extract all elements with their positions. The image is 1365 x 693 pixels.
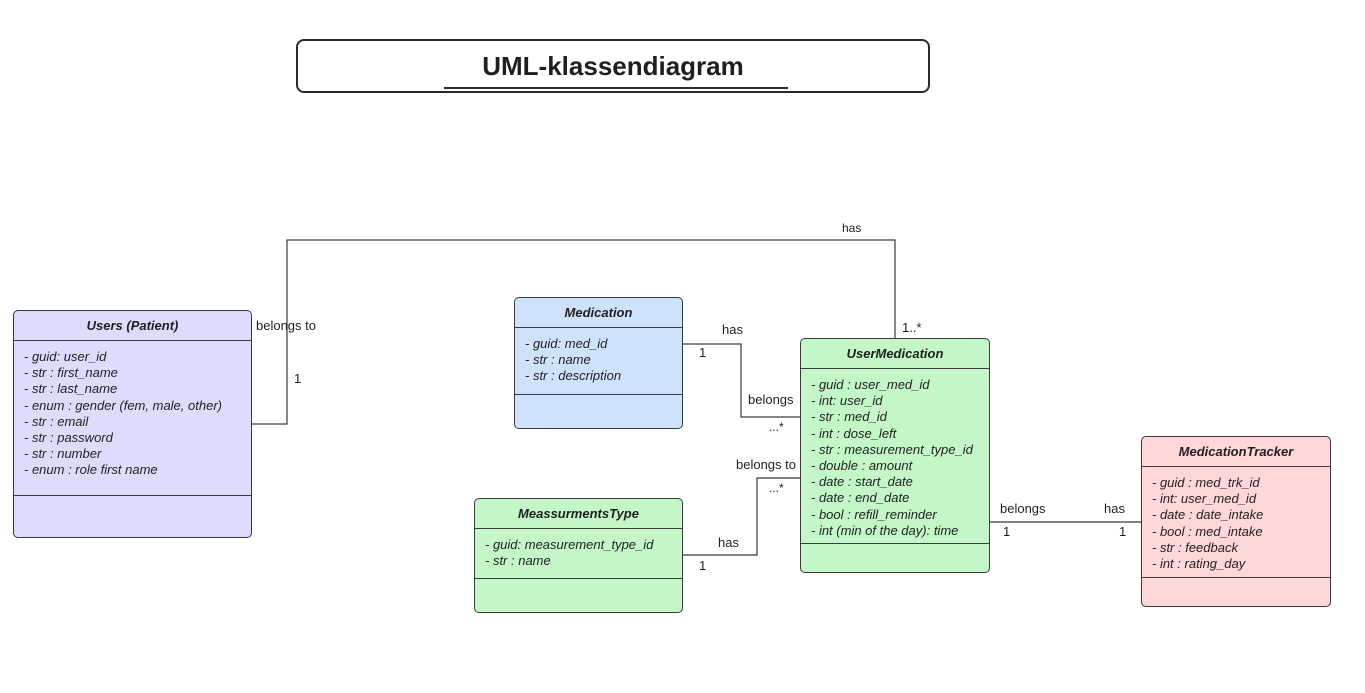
attribute-user-med-id: - guid : user_med_id bbox=[811, 377, 930, 392]
relation-label-belongs-tracker: belongs bbox=[1000, 501, 1046, 516]
attribute-rating-day: - int : rating_day bbox=[1152, 556, 1246, 572]
relation-label-belongs-to-meastype: belongs to bbox=[736, 457, 796, 472]
attribute-time: - int (min of the day): time bbox=[811, 522, 959, 538]
attribute-med-id: - guid: med_id bbox=[525, 336, 608, 351]
class-measurements-type[interactable]: MeassurmentsType - guid: measurement_typ… bbox=[474, 498, 683, 613]
class-medication-name: Medication bbox=[515, 298, 682, 328]
attribute-first-name: - str : first_name bbox=[24, 365, 118, 381]
attribute-role: - enum : role first name bbox=[24, 462, 158, 478]
attribute-gender: - enum : gender (fem, male, other) bbox=[24, 397, 222, 413]
multiplicity-users-1: 1 bbox=[294, 371, 302, 386]
attribute-mt-name: - str : name bbox=[485, 553, 551, 569]
attribute-date-intake: - date : date_intake bbox=[1152, 507, 1264, 523]
attribute-amount: - double : amount bbox=[811, 458, 913, 474]
relation-label-has-meastype: has bbox=[718, 535, 739, 550]
attribute-last-name: - str : last_name bbox=[24, 381, 118, 397]
attribute-um-med-id: - str : med_id bbox=[811, 409, 887, 425]
multiplicity-usermed-tracker-1: 1 bbox=[1003, 524, 1011, 539]
class-measurements-type-name: MeassurmentsType bbox=[475, 499, 682, 529]
class-users-attributes: - guid: user_id - str : first_name - str… bbox=[14, 341, 251, 496]
relation-label-belongs-medication: belongs bbox=[748, 392, 794, 407]
class-users-name: Users (Patient) bbox=[14, 311, 251, 341]
diagram-title: UML-klassendiagram bbox=[482, 51, 744, 81]
relation-label-has-medication: has bbox=[722, 322, 743, 337]
relation-label-has-tracker: has bbox=[1104, 501, 1125, 516]
attribute-start-date: - date : start_date bbox=[811, 474, 913, 490]
multiplicity-tracker-1: 1 bbox=[1119, 524, 1127, 539]
attribute-email: - str : email bbox=[24, 413, 89, 429]
class-user-medication[interactable]: UserMedication - guid : user_med_id - in… bbox=[800, 338, 990, 573]
attribute-measurement-type-id: - str : measurement_type_id bbox=[811, 441, 973, 457]
attribute-number: - str : number bbox=[24, 446, 102, 462]
attribute-dose-left: - int : dose_left bbox=[811, 425, 897, 441]
title-underline bbox=[444, 87, 788, 89]
multiplicity-usermed-medication-many: ...* bbox=[769, 420, 784, 434]
attribute-med-description: - str : description bbox=[525, 368, 622, 384]
class-user-medication-name: UserMedication bbox=[801, 339, 989, 369]
multiplicity-usermed-meastype-many: ...* bbox=[769, 481, 784, 495]
multiplicity-usermed-1-many: 1..* bbox=[902, 320, 922, 335]
diagram-title-box: UML-klassendiagram bbox=[296, 39, 930, 93]
attribute-user-id: - guid: user_id bbox=[24, 349, 107, 364]
relation-label-has-users: has bbox=[842, 221, 862, 235]
class-medication-tracker-attributes: - guid : med_trk_id - int: user_med_id -… bbox=[1142, 467, 1330, 578]
attribute-feedback: - str : feedback bbox=[1152, 539, 1238, 555]
attribute-end-date: - date : end_date bbox=[811, 490, 910, 506]
class-medication[interactable]: Medication - guid: med_id - str : name -… bbox=[514, 297, 683, 429]
relation-label-belongs-to-users: belongs to bbox=[256, 318, 316, 333]
attribute-med-name: - str : name bbox=[525, 352, 591, 368]
class-user-medication-attributes: - guid : user_med_id - int: user_id - st… bbox=[801, 369, 989, 544]
class-medication-tracker[interactable]: MedicationTracker - guid : med_trk_id - … bbox=[1141, 436, 1331, 607]
attribute-um-user-id: - int: user_id bbox=[811, 393, 883, 409]
attribute-mt-id: - guid: measurement_type_id bbox=[485, 537, 654, 552]
attribute-med-trk-id: - guid : med_trk_id bbox=[1152, 475, 1260, 490]
multiplicity-medication-1: 1 bbox=[699, 345, 707, 360]
multiplicity-meastype-1: 1 bbox=[699, 558, 707, 573]
attribute-refill-reminder: - bool : refill_reminder bbox=[811, 506, 937, 522]
attribute-mt-user-med-id: - int: user_med_id bbox=[1152, 491, 1257, 507]
class-users-patient[interactable]: Users (Patient) - guid: user_id - str : … bbox=[13, 310, 252, 538]
class-measurements-type-attributes: - guid: measurement_type_id - str : name bbox=[475, 529, 682, 579]
class-medication-attributes: - guid: med_id - str : name - str : desc… bbox=[515, 328, 682, 395]
attribute-password: - str : password bbox=[24, 430, 113, 446]
class-medication-tracker-name: MedicationTracker bbox=[1142, 437, 1330, 467]
attribute-med-intake: - bool : med_intake bbox=[1152, 523, 1263, 539]
